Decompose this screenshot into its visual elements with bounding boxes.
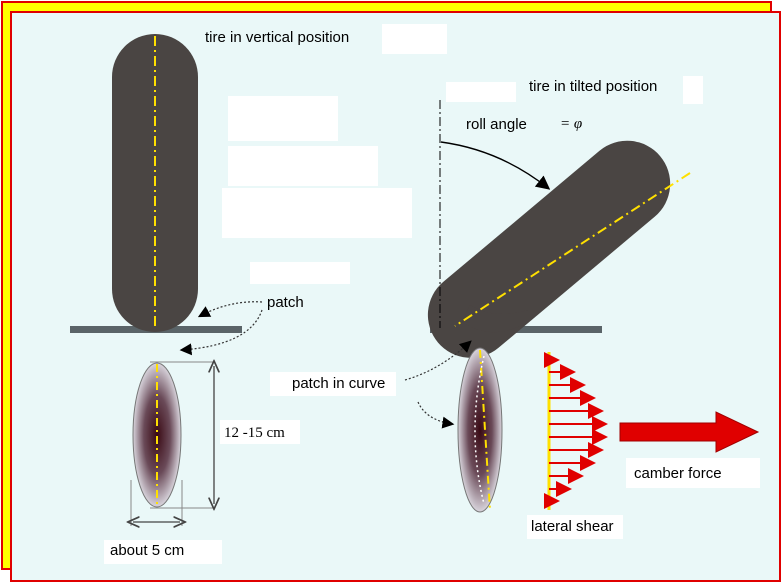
label-patch-length: 12 -15 cm — [224, 425, 285, 441]
patch-curve-centerline — [479, 349, 491, 511]
label-backdrop — [220, 420, 300, 444]
label-backdrop — [446, 82, 516, 102]
tire-tilted-contact-bulge — [462, 305, 528, 333]
tire-tilted — [427, 140, 671, 358]
label-roll-angle-symbol: = φ — [560, 116, 583, 132]
label-lateral-shear: lateral shear — [531, 518, 614, 535]
label-tire-vertical: tire in vertical position — [205, 29, 350, 46]
label-backdrop — [250, 262, 350, 284]
label-backdrop — [626, 458, 760, 488]
camber-force-arrow — [619, 411, 760, 453]
label-patch-in-curve: patch in curve — [292, 375, 386, 392]
label-patch: patch — [267, 294, 304, 311]
patch-curve-deformed-line — [474, 355, 485, 505]
label-backdrop — [270, 372, 396, 396]
label-backdrop — [104, 540, 222, 564]
curve-arrow-to-tire — [404, 340, 472, 381]
label-backdrop — [222, 188, 412, 238]
label-roll-angle: roll angle — [466, 116, 527, 133]
label-patch-width: about 5 cm — [110, 542, 185, 559]
label-tire-tilted: tire in tilted position — [529, 78, 658, 95]
curve-arrow-to-footprint — [417, 401, 455, 429]
label-backdrop — [527, 515, 623, 539]
label-backdrop — [382, 24, 447, 54]
label-camber-force: camber force — [634, 465, 722, 482]
patch-footprint-curve — [457, 347, 503, 513]
patch-footprint-vertical — [132, 362, 182, 508]
label-backdrop — [228, 146, 378, 186]
label-backdrop — [228, 96, 338, 141]
tire-tilted-centerline — [454, 172, 691, 327]
lateral-shear-arrows — [544, 352, 608, 509]
patch-arrow-to-tire — [197, 301, 263, 318]
patch-arrow-to-footprint — [179, 309, 263, 356]
roll-angle-arc — [440, 141, 551, 190]
label-backdrop — [683, 76, 703, 104]
